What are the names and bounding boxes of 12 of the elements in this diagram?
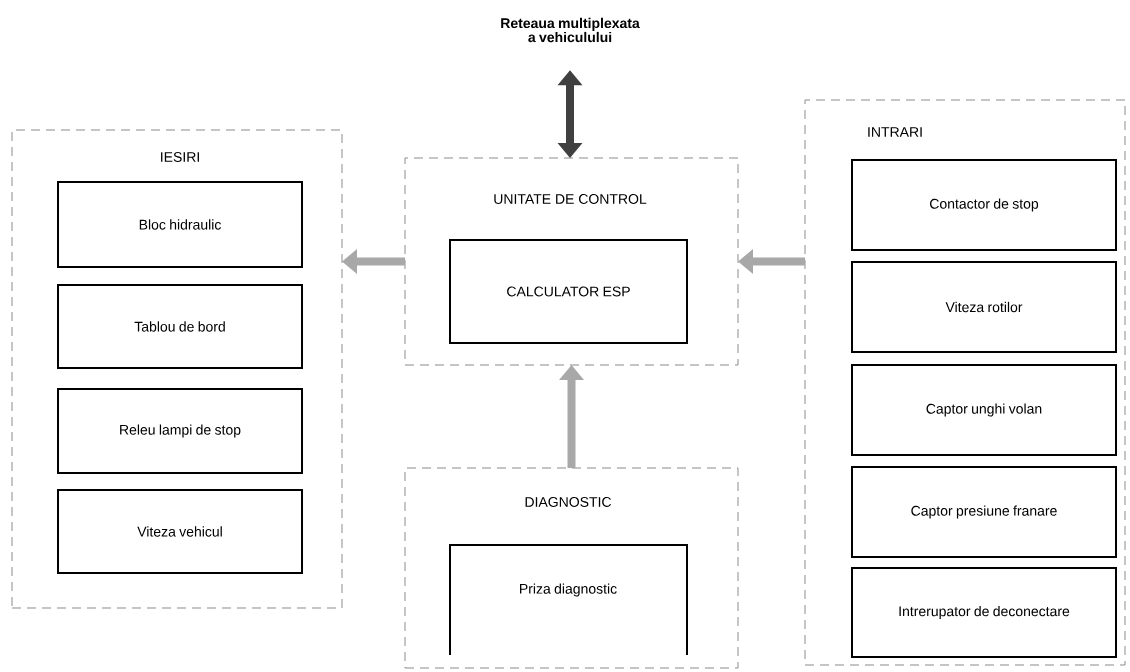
process-box: Viteza vehicul <box>57 489 303 574</box>
process-box: Releu lampi de stop <box>57 388 303 474</box>
process-box: Viteza rotilor <box>851 261 1117 353</box>
process-box: CALCULATOR ESP <box>449 239 688 344</box>
process-box: Priza diagnostic <box>449 544 688 656</box>
network-label: Reteaua multiplexata a vehiculului <box>501 17 640 43</box>
process-box: Intrerupator de deconectare <box>851 567 1117 658</box>
process-box: Tablou de bord <box>57 284 303 369</box>
process-box: Captor unghi volan <box>851 364 1117 456</box>
process-box: Contactor de stop <box>851 159 1117 251</box>
process-box: Captor presiune franare <box>851 466 1117 558</box>
process-box: Bloc hidraulic <box>57 181 303 268</box>
